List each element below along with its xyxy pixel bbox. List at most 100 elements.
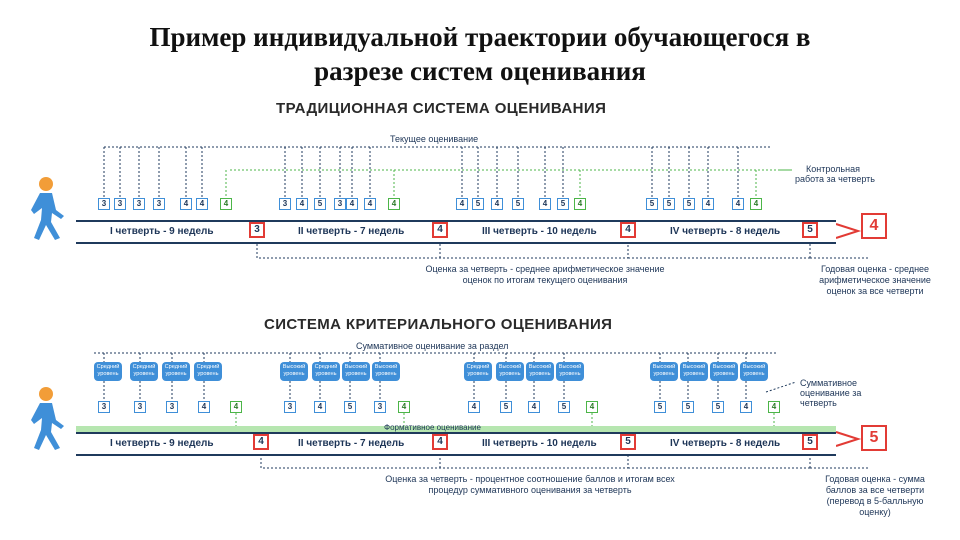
trad-grade: 4	[196, 198, 208, 210]
crit-grade: 4	[528, 401, 540, 413]
traditional-timeline	[76, 220, 836, 244]
level-pill: Средний уровень	[94, 362, 122, 381]
crit-grade: 4	[314, 401, 326, 413]
control-work-label-2: работа за четверть	[795, 174, 875, 184]
crit-grade: 3	[284, 401, 296, 413]
trad-grade: 3	[114, 198, 126, 210]
trad-grade: 4	[346, 198, 358, 210]
trad-quarter-3: III четверть - 10 недель	[482, 226, 597, 237]
trad-grade: 5	[512, 198, 524, 210]
trad-grade: 4	[574, 198, 586, 210]
trad-grade: 4	[702, 198, 714, 210]
crit-quarter-1: I четверть - 9 недель	[110, 438, 214, 449]
trad-grade: 4	[456, 198, 468, 210]
level-pill: Высокий уровень	[372, 362, 400, 381]
crit-grade: 4	[768, 401, 780, 413]
summative-section-label: Суммативное оценивание за раздел	[356, 341, 509, 351]
crit-quarter-grade-2: 4	[432, 434, 448, 450]
level-pill: Средний уровень	[162, 362, 190, 381]
trad-annual-2: арифметическое значение	[819, 275, 931, 285]
crit-quarter-grade-4: 5	[802, 434, 818, 450]
level-pill: Высокий уровень	[342, 362, 370, 381]
level-pill: Высокий уровень	[650, 362, 678, 381]
walking-person-icon	[31, 177, 64, 240]
summative-quarter-label-1: Суммативное	[800, 378, 857, 388]
criterial-heading: СИСТЕМА КРИТЕРИАЛЬНОГО ОЦЕНИВАНИЯ	[264, 316, 613, 333]
crit-grade: 4	[586, 401, 598, 413]
crit-grade: 3	[134, 401, 146, 413]
trad-grade: 3	[153, 198, 165, 210]
red-arrow-icon	[835, 223, 862, 239]
trad-grade: 5	[557, 198, 569, 210]
title-line-1: Пример индивидуальной траектории обучающ…	[149, 22, 811, 52]
trad-grade: 4	[732, 198, 744, 210]
crit-final-grade: 5	[861, 425, 887, 451]
trad-grade: 5	[663, 198, 675, 210]
level-pill: Высокий уровень	[280, 362, 308, 381]
crit-grade: 3	[166, 401, 178, 413]
criterial-timeline	[76, 432, 836, 456]
crit-grade: 4	[230, 401, 242, 413]
page-title: Пример индивидуальной траектории обучающ…	[0, 20, 960, 88]
level-pill: Высокий уровень	[710, 362, 738, 381]
crit-grade: 4	[398, 401, 410, 413]
trad-grade: 4	[180, 198, 192, 210]
crit-quarter-grade-3: 5	[620, 434, 636, 450]
trad-grade: 4	[539, 198, 551, 210]
trad-quarter-grade-4: 5	[802, 222, 818, 238]
trad-quarter-grade-1: 3	[249, 222, 265, 238]
crit-grade: 4	[740, 401, 752, 413]
red-arrow-icon	[835, 431, 862, 447]
level-pill: Средний уровень	[464, 362, 492, 381]
title-line-2: разрезе систем оценивания	[314, 56, 646, 86]
crit-grade: 3	[374, 401, 386, 413]
current-assessment-label: Текущее оценивание	[390, 134, 479, 144]
trad-annual-1: Годовая оценка - среднее	[820, 264, 930, 274]
level-pill: Высокий уровень	[680, 362, 708, 381]
summative-quarter-label-3: четверть	[800, 398, 837, 408]
trad-grade: 3	[133, 198, 145, 210]
trad-quarter-4: IV четверть - 8 недель	[670, 226, 781, 237]
trad-grade: 5	[472, 198, 484, 210]
crit-note-2: процедур суммативного оценивания за четв…	[428, 485, 632, 495]
crit-grade: 5	[500, 401, 512, 413]
trad-grade: 4	[364, 198, 376, 210]
trad-grade: 5	[314, 198, 326, 210]
crit-quarter-grade-1: 4	[253, 434, 269, 450]
crit-note-1: Оценка за четверть - процентное соотноше…	[385, 474, 675, 484]
trad-note-2: оценок по итогам текущего оценивания	[462, 275, 628, 285]
level-pill: Высокий уровень	[526, 362, 554, 381]
formative-label: Формативное оценивание	[384, 423, 481, 432]
traditional-heading: ТРАДИЦИОННАЯ СИСТЕМА ОЦЕНИВАНИЯ	[276, 100, 607, 117]
crit-grade: 4	[198, 401, 210, 413]
walking-person-icon	[31, 387, 64, 450]
trad-grade: 4	[750, 198, 762, 210]
trad-grade: 4	[491, 198, 503, 210]
level-pill: Высокий уровень	[496, 362, 524, 381]
crit-annual-2: баллов за все четверти	[825, 485, 925, 495]
control-work-label-1: Контрольная	[806, 164, 860, 174]
trad-quarter-grade-2: 4	[432, 222, 448, 238]
crit-grade: 3	[98, 401, 110, 413]
trad-grade: 4	[220, 198, 232, 210]
crit-grade: 5	[682, 401, 694, 413]
trad-grade: 5	[646, 198, 658, 210]
crit-grade: 5	[558, 401, 570, 413]
level-pill: Высокий уровень	[556, 362, 584, 381]
level-pill: Средний уровень	[194, 362, 222, 381]
trad-quarter-2: II четверть - 7 недель	[298, 226, 405, 237]
crit-quarter-3: III четверть - 10 недель	[482, 438, 597, 449]
trad-annual-3: оценок за все четверти	[826, 286, 924, 296]
trad-quarter-grade-3: 4	[620, 222, 636, 238]
trad-quarter-1: I четверть - 9 недель	[110, 226, 214, 237]
crit-quarter-4: IV четверть - 8 недель	[670, 438, 781, 449]
trad-grade: 4	[388, 198, 400, 210]
trad-grade: 3	[334, 198, 346, 210]
crit-annual-3: (перевод в 5-балльную	[826, 496, 924, 506]
crit-quarter-2: II четверть - 7 недель	[298, 438, 405, 449]
level-pill: Средний уровень	[312, 362, 340, 381]
formative-band	[76, 426, 836, 432]
crit-annual-4: оценку)	[859, 507, 891, 517]
crit-annual-1: Годовая оценка - сумма	[825, 474, 925, 484]
summative-quarter-label-2: оценивание за	[800, 388, 862, 398]
